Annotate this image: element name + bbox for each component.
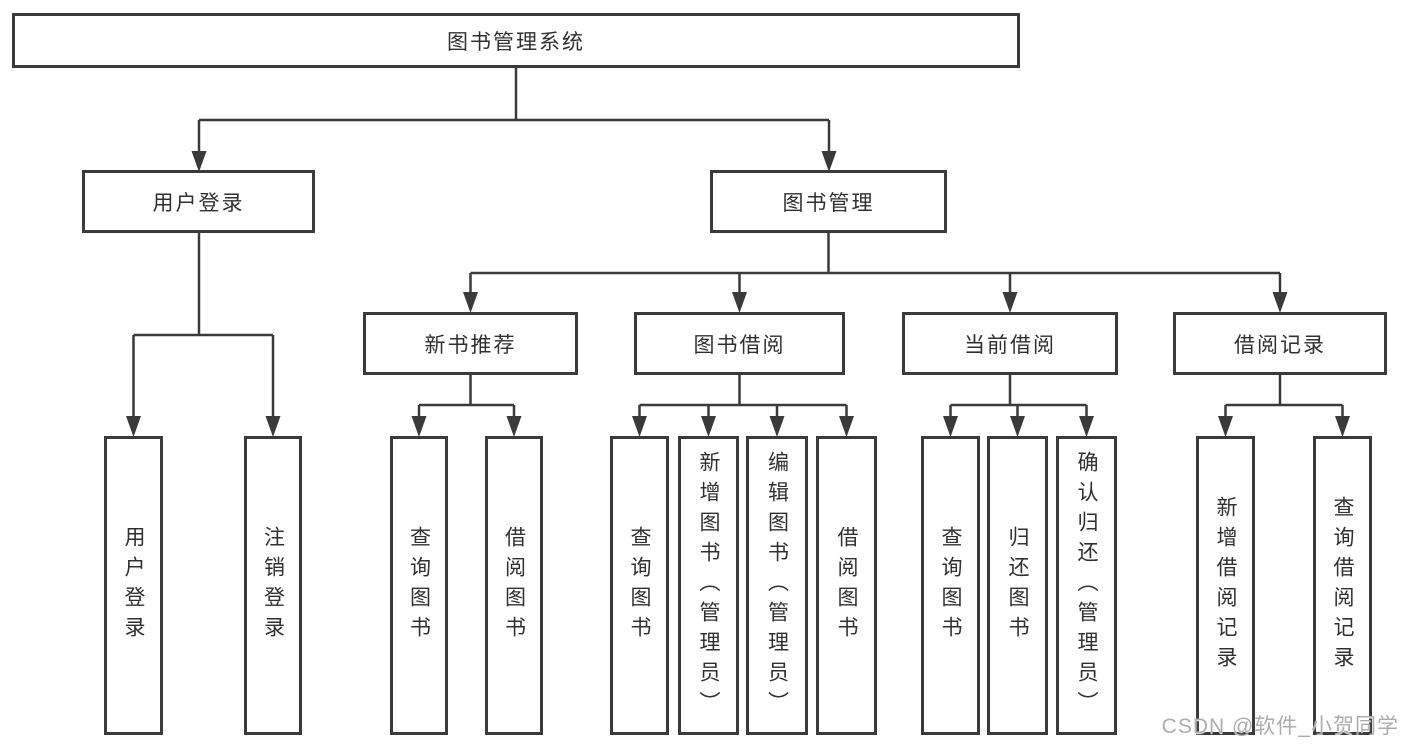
node-label: 查询借阅记录 bbox=[1331, 495, 1354, 676]
node-label: 图书管理系统 bbox=[447, 30, 585, 54]
connector-newbookrec-to-leaves bbox=[417, 375, 516, 418]
node-borrowing-records: 借阅记录 bbox=[1173, 312, 1387, 375]
leaf-user-login: 用户登录 bbox=[104, 436, 163, 735]
connector-borrowrecords-to-leaves bbox=[1224, 375, 1344, 418]
connector-root-to-level2 bbox=[197, 68, 831, 153]
connector-currentborrow-to-leaves bbox=[949, 375, 1088, 418]
node-current-borrowing: 当前借阅 bbox=[902, 312, 1118, 375]
leaf-edit-books-admin: 编辑图书（管理员） bbox=[746, 436, 808, 735]
leaf-add-borrow-record: 新增借阅记录 bbox=[1196, 436, 1255, 735]
leaf-query-books: 查询图书 bbox=[610, 436, 669, 735]
node-label: 借阅图书 bbox=[835, 525, 858, 646]
node-book-management: 图书管理 bbox=[710, 170, 947, 233]
leaf-borrow-books: 借阅图书 bbox=[816, 436, 877, 735]
node-label: 确认归还（管理员） bbox=[1075, 450, 1098, 721]
node-label: 图书借阅 bbox=[693, 333, 786, 357]
node-label: 查询图书 bbox=[939, 525, 962, 646]
node-label: 新增借阅记录 bbox=[1214, 495, 1237, 676]
node-label: 当前借阅 bbox=[964, 333, 1056, 357]
node-label: 借阅图书 bbox=[502, 525, 526, 646]
node-new-book-recommendation: 新书推荐 bbox=[363, 312, 578, 375]
node-library-management-system: 图书管理系统 bbox=[12, 13, 1020, 68]
arrowhead-icons bbox=[126, 151, 1350, 437]
leaf-return-books: 归还图书 bbox=[987, 436, 1048, 735]
node-label: 查询图书 bbox=[628, 525, 651, 646]
csdn-watermark: CSDN @软件_小贺同学 bbox=[1161, 715, 1399, 738]
node-label: 新增图书（管理员） bbox=[697, 450, 720, 721]
node-book-borrowing: 图书借阅 bbox=[634, 312, 845, 375]
leaf-logout: 注销登录 bbox=[244, 436, 302, 735]
node-label: 图书管理 bbox=[782, 191, 875, 215]
node-label: 借阅记录 bbox=[1234, 333, 1326, 357]
leaf-query-books: 查询图书 bbox=[921, 436, 980, 735]
node-label: 查询图书 bbox=[407, 525, 431, 646]
leaf-query-borrow-record: 查询借阅记录 bbox=[1313, 436, 1372, 735]
leaf-add-books-admin: 新增图书（管理员） bbox=[678, 436, 739, 735]
connector-bookborrow-to-leaves bbox=[638, 375, 848, 418]
node-label: 编辑图书（管理员） bbox=[765, 450, 789, 721]
node-label: 用户登录 bbox=[152, 191, 245, 215]
leaf-query-books: 查询图书 bbox=[390, 436, 448, 735]
node-label: 用户登录 bbox=[122, 525, 145, 646]
node-label: 归还图书 bbox=[1006, 525, 1029, 646]
node-user-login: 用户登录 bbox=[82, 170, 315, 233]
leaf-borrow-books: 借阅图书 bbox=[485, 436, 543, 735]
node-label: 注销登录 bbox=[261, 525, 285, 646]
connector-bookmgmt-to-level3 bbox=[469, 233, 1282, 294]
connector-userlogin-to-leaves bbox=[132, 233, 275, 418]
leaf-confirm-return-admin: 确认归还（管理员） bbox=[1056, 436, 1117, 735]
node-label: 新书推荐 bbox=[424, 333, 517, 357]
